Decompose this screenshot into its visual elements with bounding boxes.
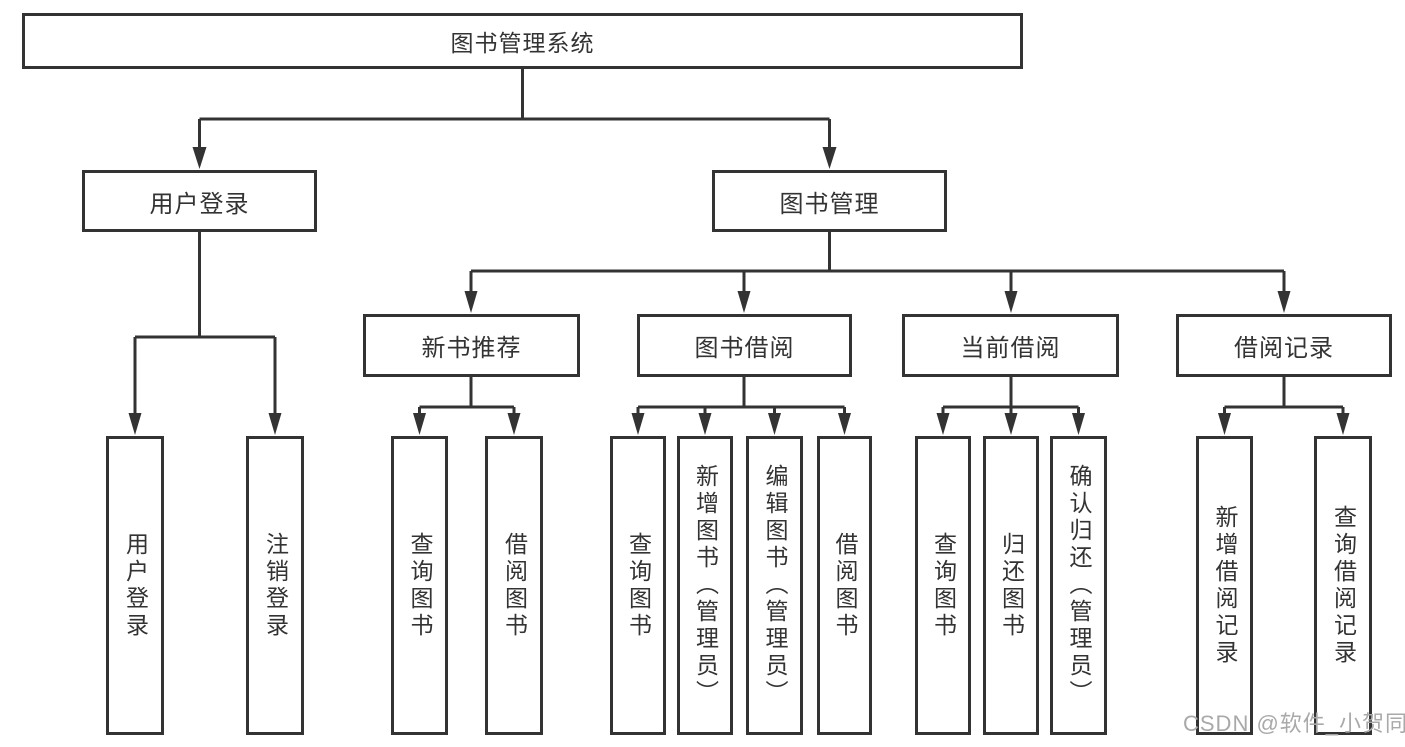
node-book-management: 图书管理 [712, 170, 947, 232]
leaf-return-books: 归还图书 [983, 436, 1039, 735]
leaf-label: 用户登录 [122, 531, 149, 640]
leaf-label: 借阅图书 [832, 531, 858, 640]
leaf-confirm-return-admin: 确认归还（管理员） [1050, 436, 1107, 735]
leaf-label: 归还图书 [998, 531, 1025, 640]
leaf-query-books-recommend: 查询图书 [391, 436, 448, 735]
leaf-query-borrow-record: 查询借阅记录 [1314, 436, 1372, 735]
leaf-query-books-borrow: 查询图书 [610, 436, 666, 735]
leaf-label: 编辑图书（管理员） [762, 464, 788, 707]
leaf-label: 查询图书 [407, 531, 433, 640]
leaf-label: 查询图书 [625, 531, 652, 640]
arrow-down-icon [128, 147, 1350, 435]
node-root: 图书管理系统 [22, 13, 1023, 69]
leaf-query-books-current: 查询图书 [915, 436, 971, 735]
leaf-label: 查询借阅记录 [1330, 504, 1357, 667]
leaf-label: 借阅图书 [501, 531, 528, 640]
node-borrow-records: 借阅记录 [1176, 314, 1392, 377]
leaf-borrow-books: 借阅图书 [817, 436, 872, 735]
node-book-borrow: 图书借阅 [637, 314, 852, 377]
leaf-add-books-admin: 新增图书（管理员） [677, 436, 733, 735]
leaf-label: 确认归还（管理员） [1066, 464, 1092, 707]
leaf-label: 新增图书（管理员） [692, 464, 719, 707]
csdn-watermark: CSDN @软件_小贺同学 [1183, 711, 1405, 736]
leaf-user-login: 用户登录 [106, 436, 164, 735]
leaf-edit-books-admin: 编辑图书（管理员） [746, 436, 803, 735]
node-current-borrow: 当前借阅 [902, 314, 1119, 377]
leaf-label: 查询图书 [930, 531, 957, 640]
node-new-book-recommend: 新书推荐 [363, 314, 580, 377]
leaf-borrow-books-recommend: 借阅图书 [485, 436, 543, 735]
leaf-label: 新增借阅记录 [1212, 504, 1238, 667]
leaf-label: 注销登录 [262, 531, 289, 640]
node-user-login: 用户登录 [82, 170, 317, 232]
leaf-add-borrow-record: 新增借阅记录 [1196, 436, 1253, 735]
leaf-logout: 注销登录 [246, 436, 304, 735]
